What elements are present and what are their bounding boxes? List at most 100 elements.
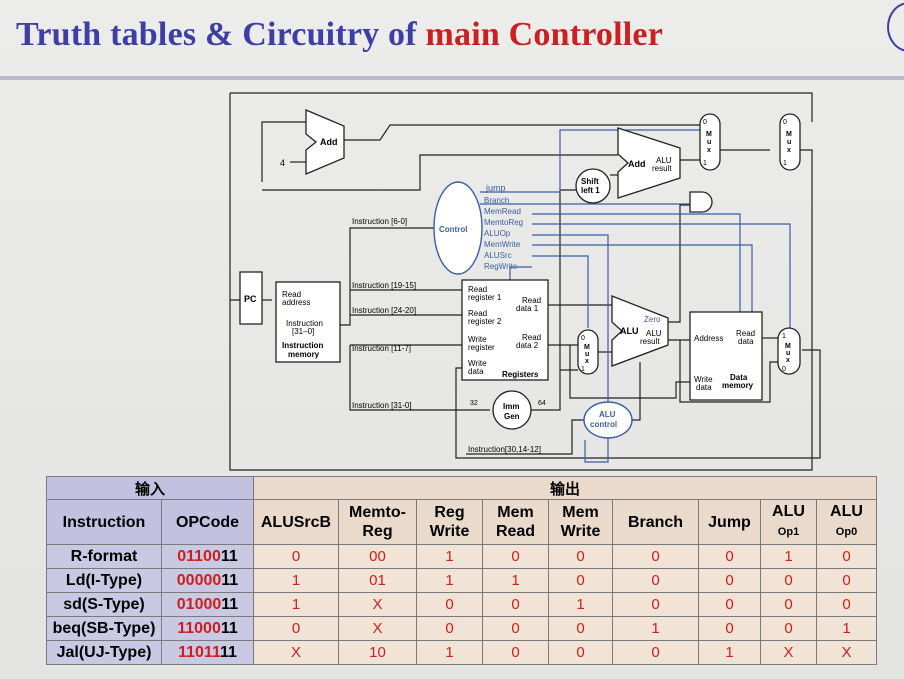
cell-memread: 0 (482, 616, 549, 641)
dmem-write: Write (694, 375, 713, 384)
mux2-one: 1 (783, 160, 787, 167)
cell-memread: 0 (482, 640, 549, 665)
shift-label1: Shift (581, 177, 599, 186)
mux-memtoreg (777, 327, 801, 375)
col-memtoreg: Memto-Reg (338, 499, 417, 545)
col-aluop1-l2: Op1 (777, 526, 800, 538)
signal-memtoreg (532, 223, 791, 330)
cell-aluop1: 0 (760, 592, 817, 617)
cell-jump: 0 (698, 616, 761, 641)
imem-name1: Instruction (282, 341, 323, 350)
cell-branch: 0 (612, 592, 699, 617)
regs-rd1b: data 1 (516, 304, 539, 313)
signal-label-regwrite: RegWrite (484, 262, 518, 271)
row-name: Jal(UJ-Type) (46, 640, 162, 665)
cell-branch: 0 (612, 544, 699, 569)
table-row: Ld(I-Type) 0000011 1 01 1 1 0 0 0 0 0 (46, 568, 877, 593)
row-opcode: 0110011 (161, 544, 254, 569)
pc-label: PC (244, 294, 257, 304)
dmem-wdata: data (696, 383, 712, 392)
col-regwrite-l2: Write (429, 523, 470, 540)
slide-title: Truth tables & Circuitry of main Control… (16, 16, 663, 54)
mux2-x: x (787, 147, 791, 154)
opcode-lo: 11 (219, 643, 237, 661)
opcode-hi: 01000 (176, 595, 222, 613)
col-opcode: OPCode (161, 499, 254, 545)
cell-alusrcb: 0 (253, 616, 339, 641)
cell-aluop1: X (760, 640, 817, 665)
wire-to-addalu (262, 154, 618, 191)
header-input-group: 输入 (46, 476, 254, 500)
cell-memwrite: 1 (548, 592, 613, 617)
regs-rd2a: Read (522, 333, 541, 342)
alu-name: ALU (620, 326, 639, 336)
row-name: beq(SB-Type) (46, 616, 162, 641)
field-30-14-12: Instruction[30,14-12] (468, 445, 541, 454)
mux3-u: u (585, 351, 589, 358)
col-aluop1-l1: ALU (772, 503, 805, 520)
signal-regwrite (509, 266, 532, 282)
signal-label-memtoreg: MemtoReg (484, 218, 523, 227)
data-memory (689, 311, 763, 401)
mux4-u: u (786, 350, 790, 357)
opcode-lo: 11 (220, 547, 238, 565)
mux4-zero: 0 (782, 366, 786, 373)
mux1-m: M (706, 131, 712, 138)
cell-memwrite: 0 (548, 616, 613, 641)
cell-aluop1: 1 (760, 544, 817, 569)
adder-branch (617, 127, 681, 199)
truth-table: 输入 输出 Instruction OPCode ALUSrcB Memto-R… (46, 476, 877, 665)
signal-label-alusrc: ALUSrc (484, 251, 512, 260)
mux3-x: x (585, 358, 589, 365)
signal-label-memread: MemRead (484, 207, 521, 216)
cell-jump: 0 (698, 544, 761, 569)
opcode-lo: 11 (221, 595, 239, 613)
imem-range: [31–0] (292, 327, 314, 336)
mux1-zero: 0 (703, 119, 707, 126)
cell-memwrite: 0 (548, 568, 613, 593)
cell-regwrite: 0 (416, 592, 483, 617)
cell-regwrite: 0 (416, 616, 483, 641)
wire-alu-bypass (679, 340, 778, 403)
cell-aluop0: X (816, 640, 877, 665)
cell-memtoreg: 00 (338, 544, 417, 569)
col-memread-l2: Read (495, 523, 536, 540)
control-label: Control (439, 225, 467, 234)
row-name: sd(S-Type) (46, 592, 162, 617)
mux2-zero: 0 (783, 119, 787, 126)
aluctl-l1: ALU (599, 410, 616, 419)
dmem-name2: memory (722, 381, 754, 390)
mux1-u: u (707, 139, 711, 146)
cell-alusrcb: 1 (253, 568, 339, 593)
imm-l1: Imm (503, 402, 519, 411)
alu-result1: ALU (646, 329, 662, 338)
row-opcode: 0000011 (161, 568, 254, 593)
cell-memwrite: 0 (548, 544, 613, 569)
col-memwrite-l2: Write (560, 523, 601, 540)
cell-branch: 1 (612, 616, 699, 641)
col-memread-l1: Mem (497, 504, 534, 521)
regs-wda: Write (468, 359, 487, 368)
and-gate (689, 191, 713, 213)
aluctl-l2: control (590, 420, 617, 429)
shift-label2: left 1 (581, 186, 600, 195)
table-row: sd(S-Type) 0100011 1 X 0 0 1 0 0 0 0 (46, 592, 877, 617)
alu-zero: Zero (644, 315, 661, 324)
header-output-group: 输出 (253, 476, 877, 500)
cell-jump: 1 (698, 640, 761, 665)
cell-aluop1: 0 (760, 616, 817, 641)
regs-rd2b: data 2 (516, 341, 539, 350)
cell-memread: 0 (482, 592, 549, 617)
field-11-7: Instruction [11-7] (352, 344, 411, 353)
mux3-one: 1 (581, 366, 585, 373)
cell-memtoreg: X (338, 616, 417, 641)
opcode-hi: 11011 (178, 643, 220, 661)
wire-aluctl-alu (632, 362, 641, 421)
mux-alusrc (577, 329, 599, 375)
regs-name: Registers (502, 370, 539, 379)
cell-memread: 0 (482, 544, 549, 569)
wire-instr-aluctl (466, 419, 585, 455)
wire-imm-shift (559, 189, 578, 370)
regs-rr2a: Read (468, 309, 487, 318)
